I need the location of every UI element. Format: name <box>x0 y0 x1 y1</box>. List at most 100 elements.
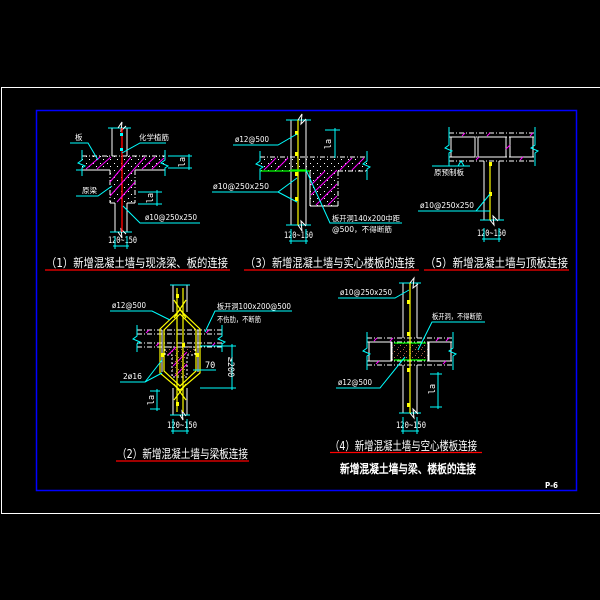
break-symbol <box>297 219 307 232</box>
detail-1: la la 120~150 板 化学植筋 原梁 ø10@250x250 （1）新… <box>45 121 230 271</box>
slab-break-right <box>362 151 372 180</box>
hollow-core <box>450 136 476 158</box>
leader-hole <box>417 321 485 351</box>
detail-2-wall <box>161 284 199 421</box>
label-rebar-top: ø12@500 <box>235 135 269 144</box>
break-symbol <box>409 407 419 420</box>
hatch-line <box>486 132 491 137</box>
detail-1-slab-ends <box>76 150 170 176</box>
wall-thickness-label: 120~150 <box>108 236 137 246</box>
caption-detail-5: （5）新增混凝土墙与顶板连接 <box>425 255 568 270</box>
break-symbol <box>179 409 187 421</box>
detail-4-leaders: ø10@250x250 板开洞，不得断筋 ø12@500 <box>336 288 485 389</box>
rebar-mark <box>295 197 298 201</box>
leader-slab <box>70 142 99 161</box>
hatch-line <box>442 360 447 365</box>
leader-rebar <box>122 205 200 224</box>
rebar-mark <box>295 152 298 156</box>
slab-break-left <box>132 325 142 352</box>
label-bars: 2ø16 <box>123 372 142 381</box>
label-hole: 板开洞140x200中距 <box>332 213 400 223</box>
detail-3-slab-ends <box>255 151 372 180</box>
hatch-line <box>263 157 277 171</box>
hatch-line <box>435 337 440 342</box>
hatch-line <box>275 157 289 171</box>
hatch-line <box>375 360 380 365</box>
rebar-mark <box>161 353 164 357</box>
leader-rebar-bottom <box>336 356 406 389</box>
detail-5-leaders: 原预制板 ø10@250x250 <box>418 160 491 212</box>
diamond-rebar-inner <box>163 313 197 387</box>
slab-break-right <box>448 332 458 370</box>
hatch-line <box>96 156 112 170</box>
hatch-line <box>155 342 160 347</box>
detail-5-hollow-slab <box>444 127 540 166</box>
leader-rebar <box>110 310 171 321</box>
break-symbol <box>409 276 419 290</box>
rebar-mark <box>489 162 492 166</box>
break-symbol <box>489 214 499 227</box>
hatch-line <box>145 329 150 334</box>
diamond-rebar-outer <box>159 309 201 391</box>
cross-rebar <box>173 299 187 319</box>
hatch-line <box>529 132 534 137</box>
hatch-line <box>109 156 146 197</box>
slab-break-left <box>362 332 372 370</box>
dim-70-label: 70 <box>205 361 215 371</box>
hatch-line <box>519 156 524 161</box>
hatch-line <box>475 156 480 161</box>
detail-5: 120~150 原预制板 ø10@250x250 （5）新增混凝土墙与顶板连接 <box>418 127 569 271</box>
detail-5-wall <box>480 161 504 227</box>
detail-3-wall <box>260 113 311 232</box>
label-hole: 板开洞100x200@500 <box>217 301 291 311</box>
leader-bars-2 <box>144 372 163 383</box>
anchor-length-label: la <box>147 395 157 405</box>
rebar-mark <box>407 300 410 304</box>
label-rebar: ø10@250x250 <box>145 213 197 222</box>
detail-1-dimensions: la la 120~150 <box>108 154 192 249</box>
leader-beam <box>76 185 113 197</box>
rebar-mark <box>407 368 410 372</box>
caption-detail-1: （1）新增混凝土墙与现浇梁、板的连接 <box>46 255 228 270</box>
rebar-mark <box>182 343 185 347</box>
label-slab: 板 <box>75 132 83 142</box>
hatch-line <box>109 156 132 183</box>
leader-arrow <box>457 160 465 167</box>
slab-break-left <box>77 150 87 176</box>
label-slab: 原预制板 <box>434 167 464 177</box>
break-symbol <box>117 227 127 239</box>
detail-2: ≥200 70 la 120~150 ø12@500 板开洞100x200@50… <box>110 284 292 462</box>
anchor-length-label: la <box>178 157 188 167</box>
leader-rebar-diag <box>475 193 491 212</box>
leader-hole <box>305 169 402 224</box>
leader-hole <box>204 310 292 333</box>
hatch-line <box>505 144 511 150</box>
leader-rebar-2 <box>277 191 298 203</box>
rebar-mark <box>489 192 492 196</box>
label-rebar: ø12@500 <box>112 301 146 310</box>
label-chem-anchor: 化学植筋 <box>139 132 169 142</box>
hatch-line <box>141 156 156 170</box>
hatch-line <box>389 337 394 342</box>
hollow-core <box>477 136 507 158</box>
rebar-mark <box>196 353 199 357</box>
anchor-length-label: la <box>146 193 156 203</box>
break-symbol <box>297 113 307 126</box>
hatch-line <box>151 157 165 170</box>
detail-2-dimensions: ≥200 70 la 120~150 <box>147 344 236 434</box>
slab-fill <box>260 157 367 171</box>
detail-3: la 120~150 ø12@500 ø10@250x250 板开洞140x20… <box>212 113 419 271</box>
hollow-core <box>368 341 392 362</box>
t-beam <box>164 346 196 378</box>
detail-3-dimensions: la 120~150 <box>284 128 340 244</box>
detail-4-dimensions: la 120~150 <box>396 372 442 434</box>
slab-break-left <box>444 127 454 166</box>
hatch-line <box>373 337 378 342</box>
hollow-core <box>509 136 534 158</box>
leader-rebar <box>338 289 410 299</box>
caption-detail-3: （3）新增混凝土墙与实心楼板的连接 <box>245 255 415 270</box>
drawing-title: 新增混凝土墙与梁、楼板的连接 <box>340 461 476 476</box>
label-beam: 原梁 <box>82 186 97 195</box>
hatch-line <box>327 195 338 206</box>
